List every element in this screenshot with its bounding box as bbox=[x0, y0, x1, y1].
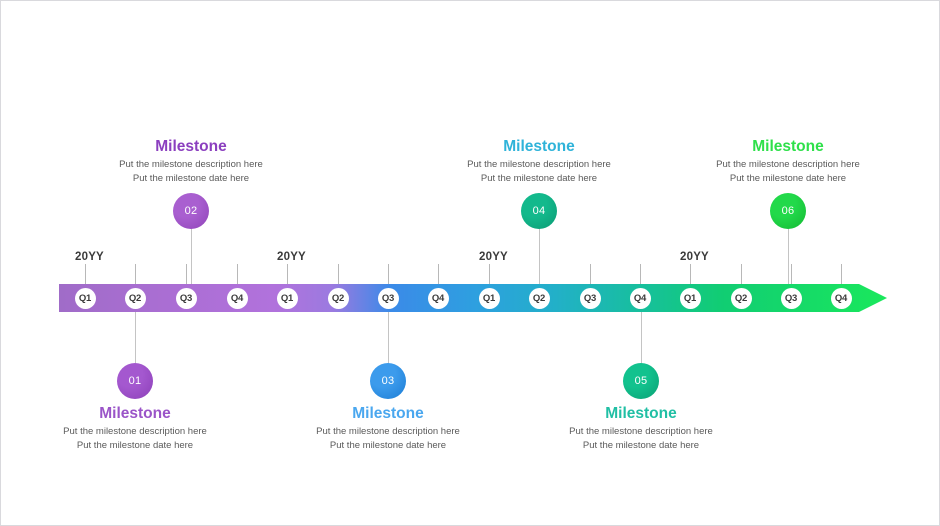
milestone-description-04: Put the milestone description here bbox=[467, 159, 611, 171]
milestone-bubble-05[interactable]: 05 bbox=[623, 363, 659, 399]
milestone-date-05: Put the milestone date here bbox=[582, 440, 700, 452]
quarter-tick bbox=[387, 264, 389, 284]
milestone-title-03: Milestone bbox=[352, 405, 424, 422]
milestone-title-06: Milestone bbox=[752, 138, 824, 155]
quarter-marker-q1-8[interactable]: Q1 bbox=[478, 287, 500, 309]
quarter-tick bbox=[639, 264, 641, 284]
milestone-description-01: Put the milestone description here bbox=[63, 426, 207, 438]
quarter-tick bbox=[337, 264, 339, 284]
timeline-bar bbox=[59, 284, 887, 312]
quarter-marker-q3-6[interactable]: Q3 bbox=[377, 287, 399, 309]
milestone-description-05: Put the milestone description here bbox=[569, 426, 713, 438]
year-label-0: 20YY bbox=[75, 251, 104, 263]
quarter-tick bbox=[689, 264, 691, 284]
quarter-tick bbox=[185, 264, 187, 284]
milestone-stem-03 bbox=[387, 312, 389, 366]
milestone-description-02: Put the milestone description here bbox=[119, 159, 263, 171]
milestone-date-04: Put the milestone date here bbox=[480, 173, 598, 185]
milestone-stem-01 bbox=[134, 312, 136, 366]
quarter-marker-q2-13[interactable]: Q2 bbox=[730, 287, 752, 309]
milestone-bubble-01[interactable]: 01 bbox=[117, 363, 153, 399]
timeline-bar-shape bbox=[59, 284, 887, 312]
quarter-marker-q1-12[interactable]: Q1 bbox=[679, 287, 701, 309]
quarter-marker-q2-1[interactable]: Q2 bbox=[124, 287, 146, 309]
year-label-1: 20YY bbox=[277, 251, 306, 263]
quarter-tick bbox=[740, 264, 742, 284]
quarter-tick bbox=[589, 264, 591, 284]
quarter-tick bbox=[840, 264, 842, 284]
milestone-bubble-03[interactable]: 03 bbox=[370, 363, 406, 399]
quarter-tick bbox=[84, 264, 86, 284]
milestone-stem-04 bbox=[538, 223, 540, 284]
quarter-marker-q1-4[interactable]: Q1 bbox=[276, 287, 298, 309]
milestone-title-01: Milestone bbox=[99, 405, 171, 422]
milestone-bubble-02[interactable]: 02 bbox=[173, 193, 209, 229]
quarter-tick bbox=[488, 264, 490, 284]
milestone-title-05: Milestone bbox=[605, 405, 677, 422]
milestone-date-06: Put the milestone date here bbox=[729, 173, 847, 185]
quarter-marker-q4-3[interactable]: Q4 bbox=[226, 287, 248, 309]
quarter-marker-q1-0[interactable]: Q1 bbox=[74, 287, 96, 309]
quarter-marker-q4-7[interactable]: Q4 bbox=[427, 287, 449, 309]
milestone-description-03: Put the milestone description here bbox=[316, 426, 460, 438]
milestone-stem-06 bbox=[787, 223, 789, 284]
quarter-marker-q3-14[interactable]: Q3 bbox=[780, 287, 802, 309]
milestone-date-03: Put the milestone date here bbox=[329, 440, 447, 452]
quarter-tick bbox=[134, 264, 136, 284]
milestone-title-04: Milestone bbox=[503, 138, 575, 155]
quarter-tick bbox=[790, 264, 792, 284]
milestone-stem-02 bbox=[190, 223, 192, 284]
quarter-marker-q3-10[interactable]: Q3 bbox=[579, 287, 601, 309]
milestone-stem-05 bbox=[640, 312, 642, 366]
quarter-marker-q4-11[interactable]: Q4 bbox=[629, 287, 651, 309]
milestone-date-01: Put the milestone date here bbox=[76, 440, 194, 452]
quarter-tick bbox=[286, 264, 288, 284]
quarter-marker-q2-9[interactable]: Q2 bbox=[528, 287, 550, 309]
quarter-tick bbox=[236, 264, 238, 284]
quarter-marker-q3-2[interactable]: Q3 bbox=[175, 287, 197, 309]
milestone-title-02: Milestone bbox=[155, 138, 227, 155]
milestone-bubble-04[interactable]: 04 bbox=[521, 193, 557, 229]
year-label-2: 20YY bbox=[479, 251, 508, 263]
quarter-marker-q4-15[interactable]: Q4 bbox=[830, 287, 852, 309]
quarter-marker-q2-5[interactable]: Q2 bbox=[327, 287, 349, 309]
milestone-bubble-06[interactable]: 06 bbox=[770, 193, 806, 229]
milestone-description-06: Put the milestone description here bbox=[716, 159, 860, 171]
quarter-tick bbox=[437, 264, 439, 284]
year-label-3: 20YY bbox=[680, 251, 709, 263]
milestone-date-02: Put the milestone date here bbox=[132, 173, 250, 185]
